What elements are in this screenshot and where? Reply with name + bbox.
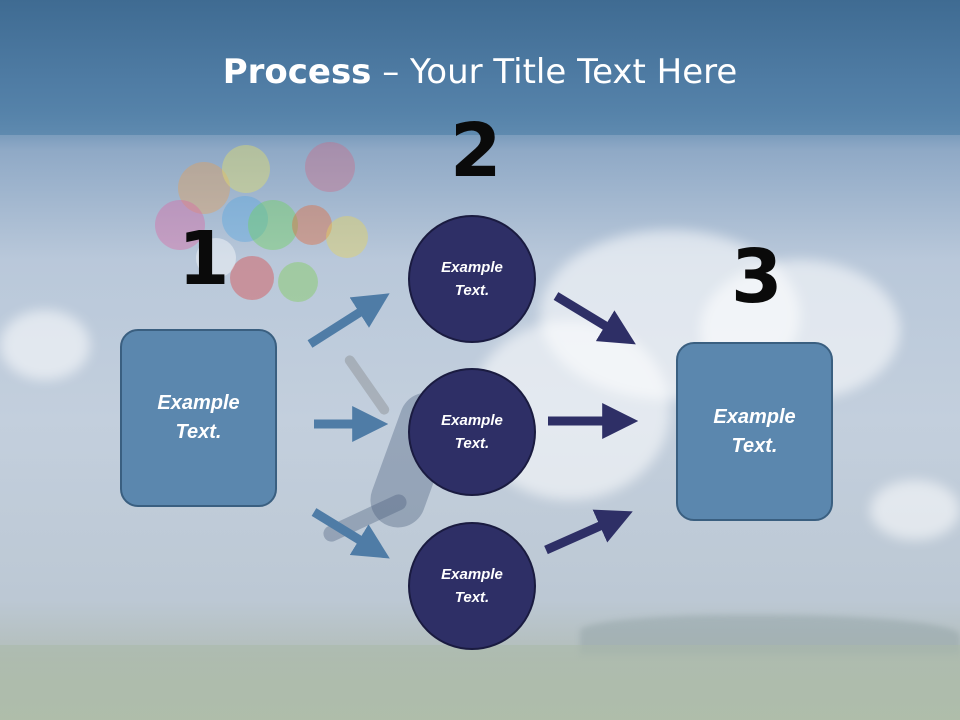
circle-bottom-line2: Text. bbox=[454, 589, 490, 606]
grass-field bbox=[0, 645, 960, 720]
balloon bbox=[222, 145, 270, 193]
balloon bbox=[278, 262, 318, 302]
arrow-right-down bbox=[553, 292, 636, 345]
balloon bbox=[326, 216, 368, 258]
step1-box: Example Text. bbox=[120, 329, 277, 507]
step3-box-line2: Text. bbox=[731, 434, 778, 457]
step1-box-line2: Text. bbox=[175, 421, 222, 443]
circle-middle-line2: Text. bbox=[454, 435, 490, 452]
title-rest: – Your Title Text Here bbox=[371, 52, 738, 92]
circle-top-line2: Text. bbox=[454, 282, 490, 299]
title-bold: Process bbox=[222, 52, 372, 92]
circle-top-line1: Example bbox=[441, 259, 503, 276]
balloon bbox=[305, 142, 355, 192]
circle-bottom-line1: Example bbox=[441, 566, 503, 583]
arrow-left-down bbox=[311, 508, 390, 559]
balloon bbox=[292, 205, 332, 245]
cloud-shape bbox=[870, 480, 960, 540]
step1-box-line1: Example bbox=[157, 392, 240, 414]
step-number-2: 2 bbox=[450, 108, 502, 194]
step2-circle-middle: Example Text. bbox=[408, 368, 536, 496]
step-number-3: 3 bbox=[731, 234, 783, 320]
balloon bbox=[196, 238, 236, 278]
cloud-shape bbox=[0, 310, 90, 380]
step-number-1: 1 bbox=[178, 216, 230, 302]
arrow-left-up bbox=[307, 293, 390, 348]
step2-circle-top: Example Text. bbox=[408, 215, 536, 343]
balloon bbox=[230, 256, 274, 300]
slide-title: Process – Your Title Text Here bbox=[0, 52, 960, 92]
balloon bbox=[248, 200, 298, 250]
step2-circle-bottom: Example Text. bbox=[408, 522, 536, 650]
circle-middle-line1: Example bbox=[441, 412, 503, 429]
step3-box-line1: Example bbox=[713, 405, 796, 428]
step3-box: Example Text. bbox=[676, 342, 833, 521]
arrow-right-up bbox=[544, 509, 633, 555]
balloon bbox=[155, 200, 205, 250]
title-band bbox=[0, 0, 960, 135]
balloon bbox=[178, 162, 230, 214]
balloon bbox=[222, 196, 268, 242]
